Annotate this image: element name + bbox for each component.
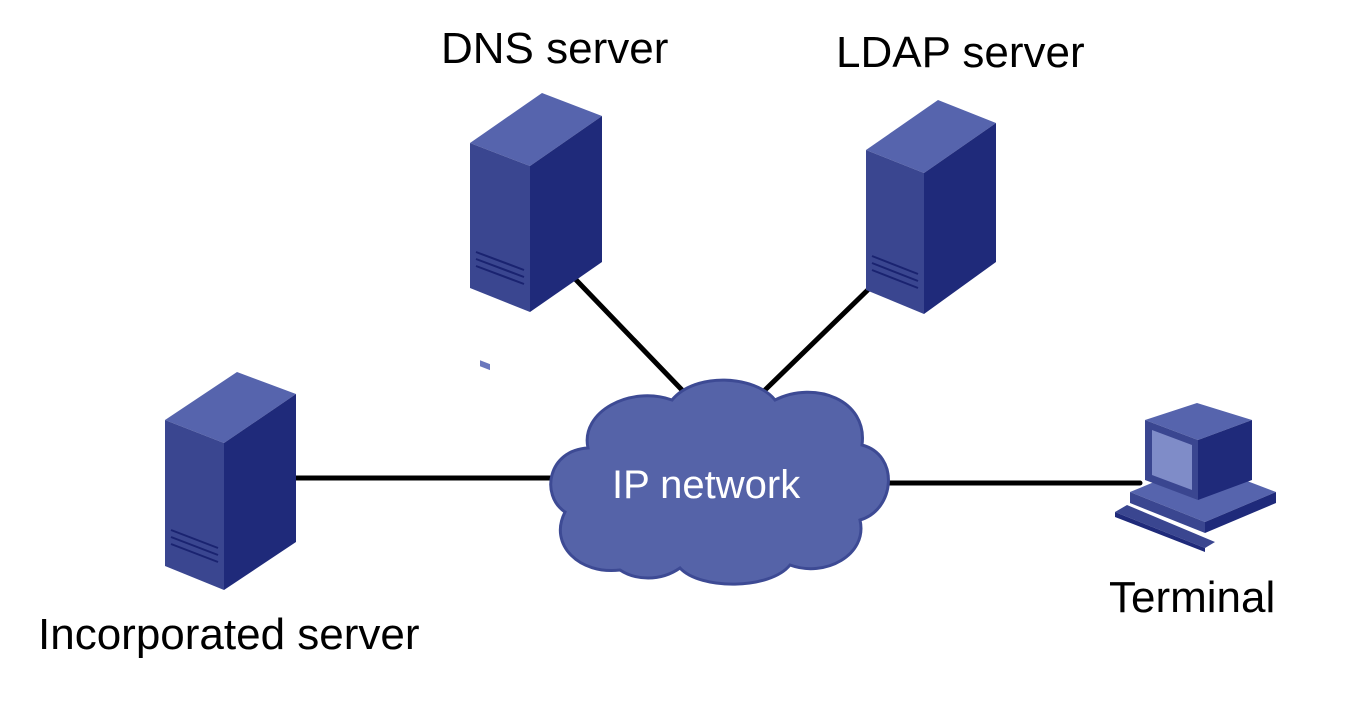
incorporated-server-label: Incorporated server (38, 610, 420, 659)
ldap-server-label: LDAP server (836, 28, 1085, 77)
network-label: IP network (612, 463, 801, 507)
dns-server-label: DNS server (441, 24, 669, 73)
link-ldap-to-network (762, 277, 881, 393)
dns-server-icon (470, 93, 602, 371)
incorporated-server-icon (165, 372, 296, 590)
terminal-icon (1115, 403, 1276, 552)
terminal-label: Terminal (1109, 573, 1276, 622)
links (293, 255, 1143, 486)
link-dns-to-network (552, 255, 685, 393)
ldap-server-icon (866, 100, 996, 314)
network-cloud-icon (549, 378, 890, 586)
